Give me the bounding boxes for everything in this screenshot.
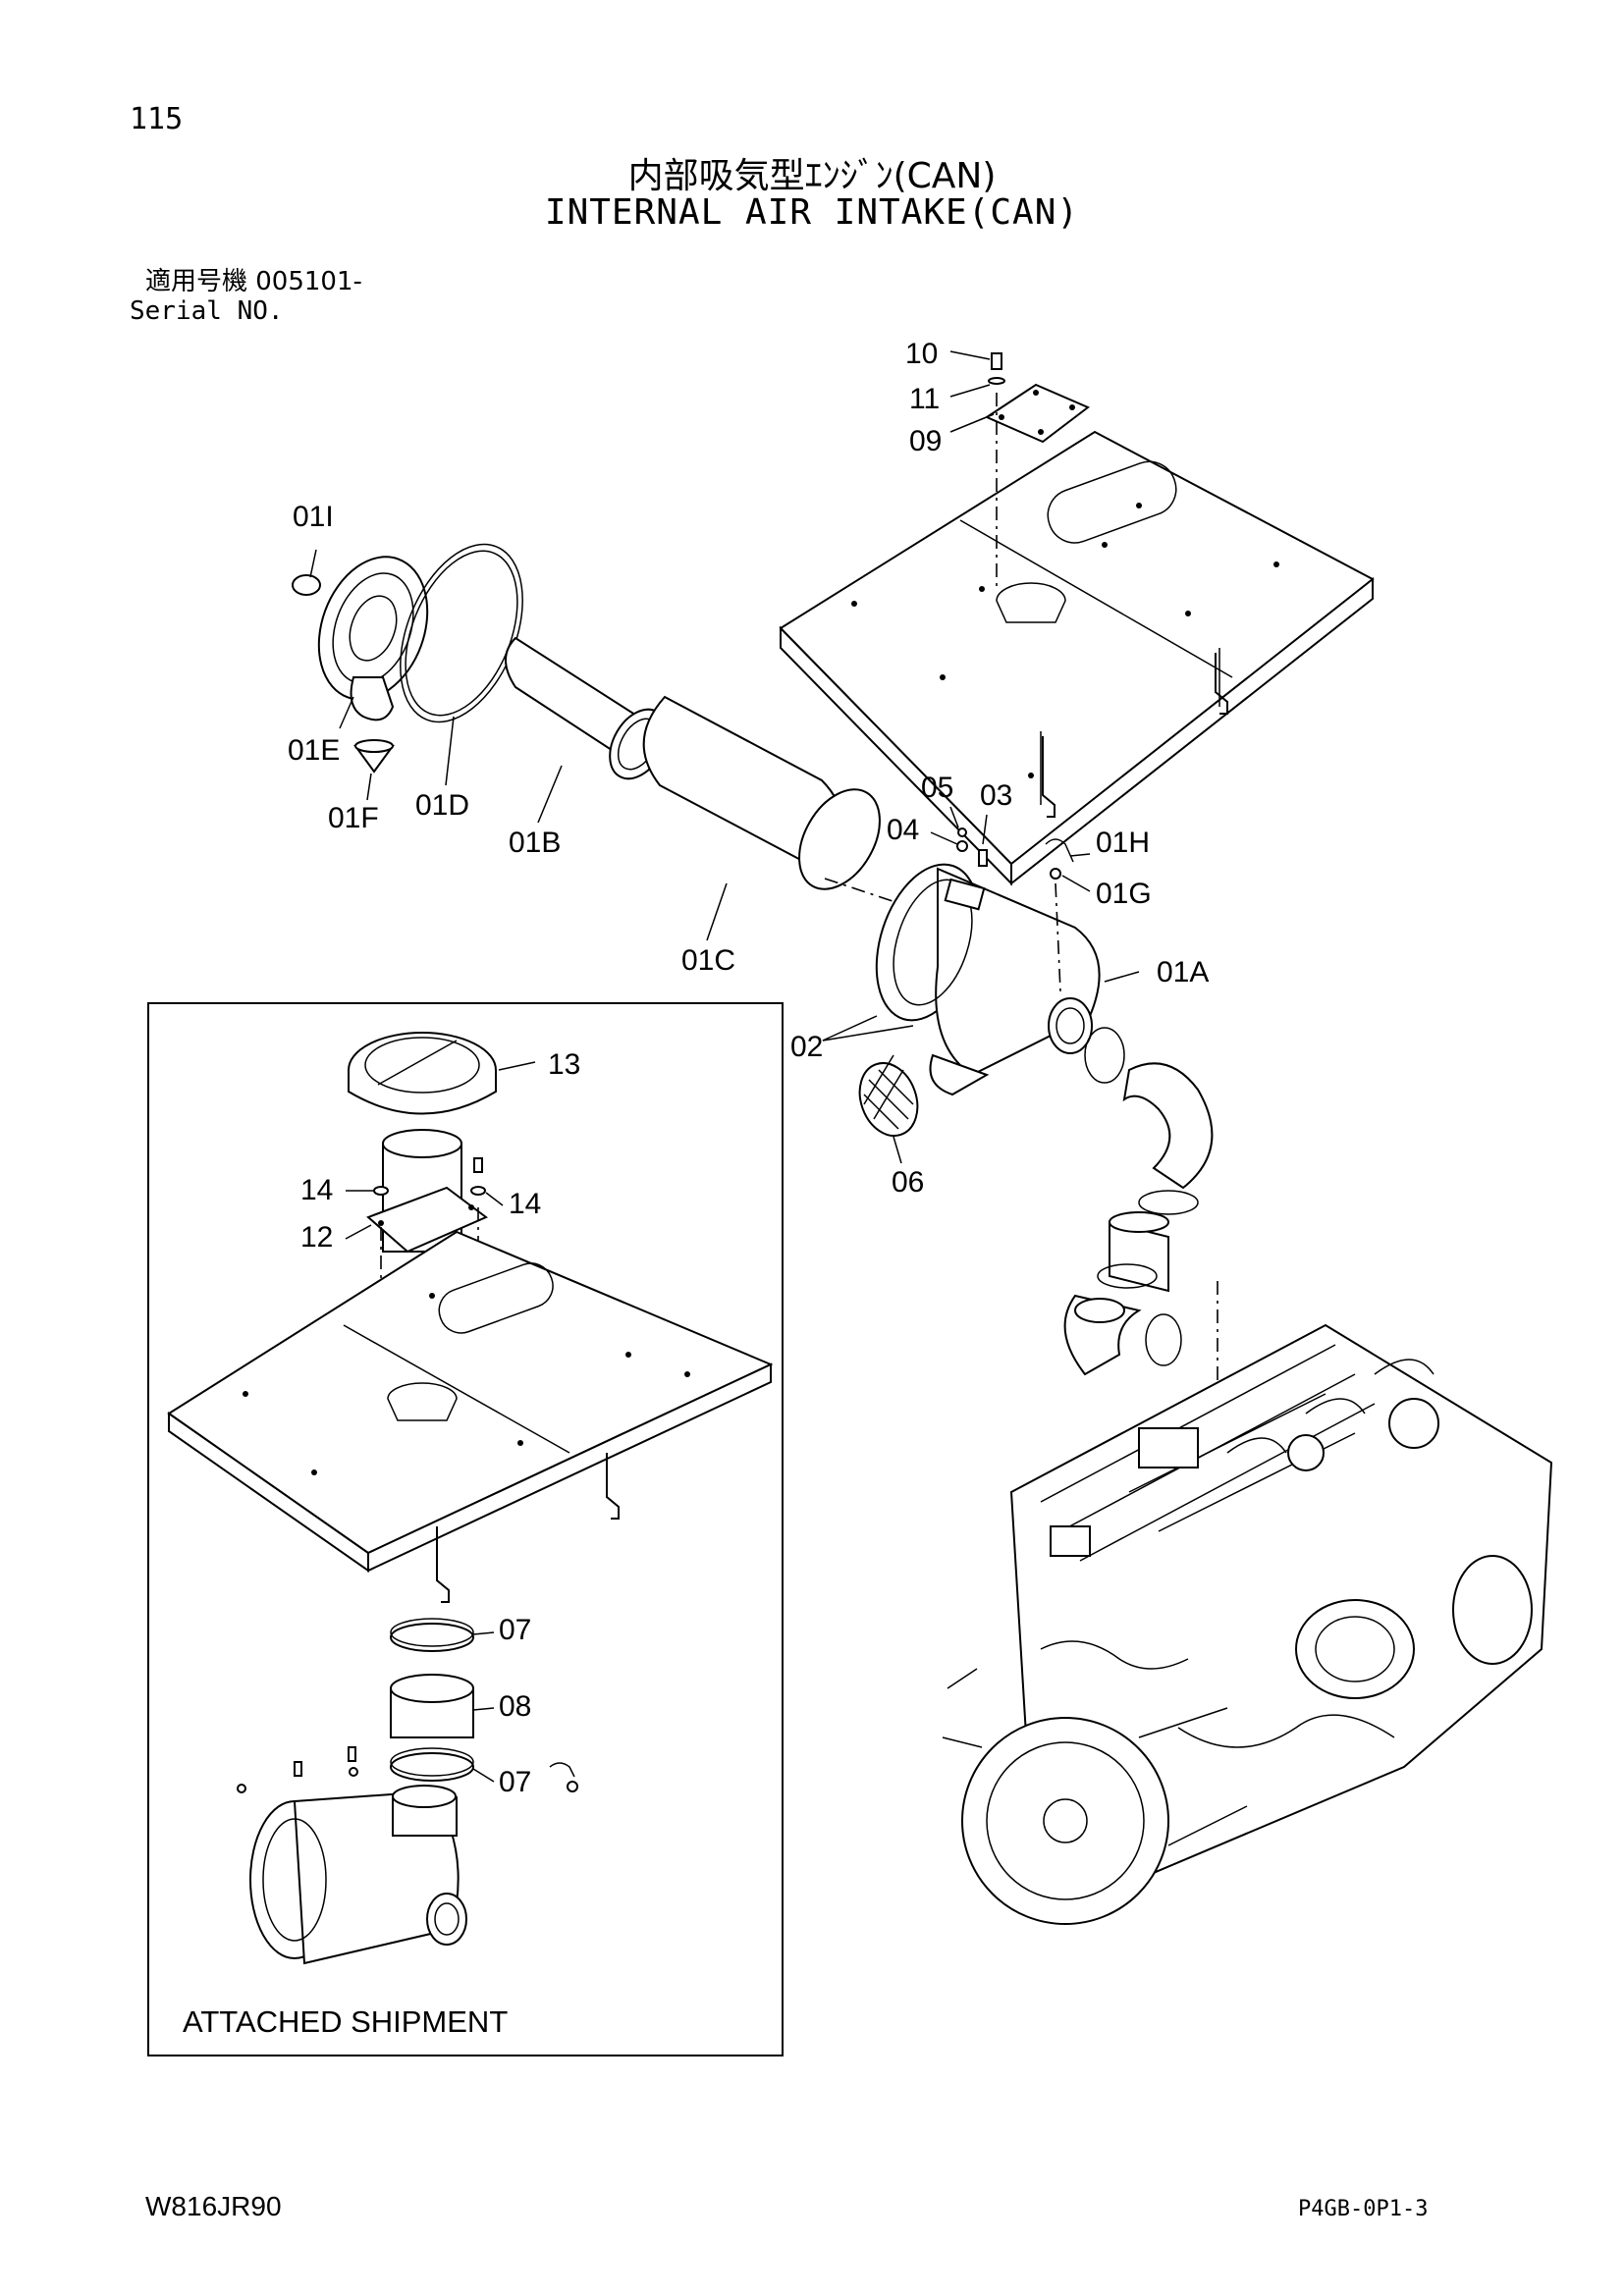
attached-shipment-label: ATTACHED SHIPMENT	[183, 2004, 508, 2039]
title-japanese: 内部吸気型ｴﾝｼﾞﾝ(CAN)	[627, 156, 997, 196]
callout-02: 02	[790, 1031, 823, 1063]
callout-13: 13	[548, 1048, 580, 1081]
document-code: W816JR90	[145, 2191, 282, 2221]
page-number: 115	[130, 102, 184, 136]
reference-code: P4GB-0P1-3	[1298, 2197, 1429, 2221]
callout-labels: 10 11 09 01I 01E 01F 01D 01B 01C 05 03 0…	[183, 338, 1209, 2039]
callout-04: 04	[887, 814, 919, 846]
callout-01A: 01A	[1157, 956, 1209, 988]
cover-plate-09	[984, 352, 1090, 589]
attached-shipment-parts	[167, 1032, 774, 1965]
callout-01F: 01F	[328, 802, 379, 834]
callout-01H: 01H	[1096, 827, 1150, 859]
leader-lines	[309, 350, 1140, 1783]
callout-09: 09	[909, 425, 942, 457]
callout-14-right: 14	[509, 1188, 541, 1220]
mounting-plate-top	[779, 430, 1375, 886]
callout-01E: 01E	[288, 734, 340, 767]
callout-01G: 01G	[1096, 878, 1152, 910]
serial-label-english: Serial NO.	[130, 296, 284, 326]
title-english: INTERNAL AIR INTAKE(CAN)	[544, 192, 1080, 233]
callout-10: 10	[905, 338, 938, 370]
callout-11: 11	[909, 383, 940, 415]
callout-07-lower: 07	[499, 1766, 531, 1798]
callout-01D: 01D	[415, 789, 469, 822]
callout-06: 06	[892, 1166, 924, 1199]
callout-01C: 01C	[681, 944, 735, 977]
callout-03: 03	[980, 779, 1012, 812]
callout-05: 05	[921, 772, 953, 804]
callout-07-upper: 07	[499, 1614, 531, 1646]
attached-shipment-box	[147, 1002, 784, 2056]
callout-01I: 01I	[293, 501, 334, 533]
engine-assembly	[942, 1323, 1553, 1925]
intake-ducting	[1063, 1027, 1218, 1625]
callout-08: 08	[499, 1690, 531, 1723]
callout-12: 12	[300, 1221, 333, 1254]
callout-14-left: 14	[300, 1174, 333, 1206]
air-cleaner-exploded	[292, 543, 1101, 1137]
callout-01B: 01B	[509, 827, 561, 859]
serial-label-japanese: 適用号機 005101-	[145, 267, 362, 296]
